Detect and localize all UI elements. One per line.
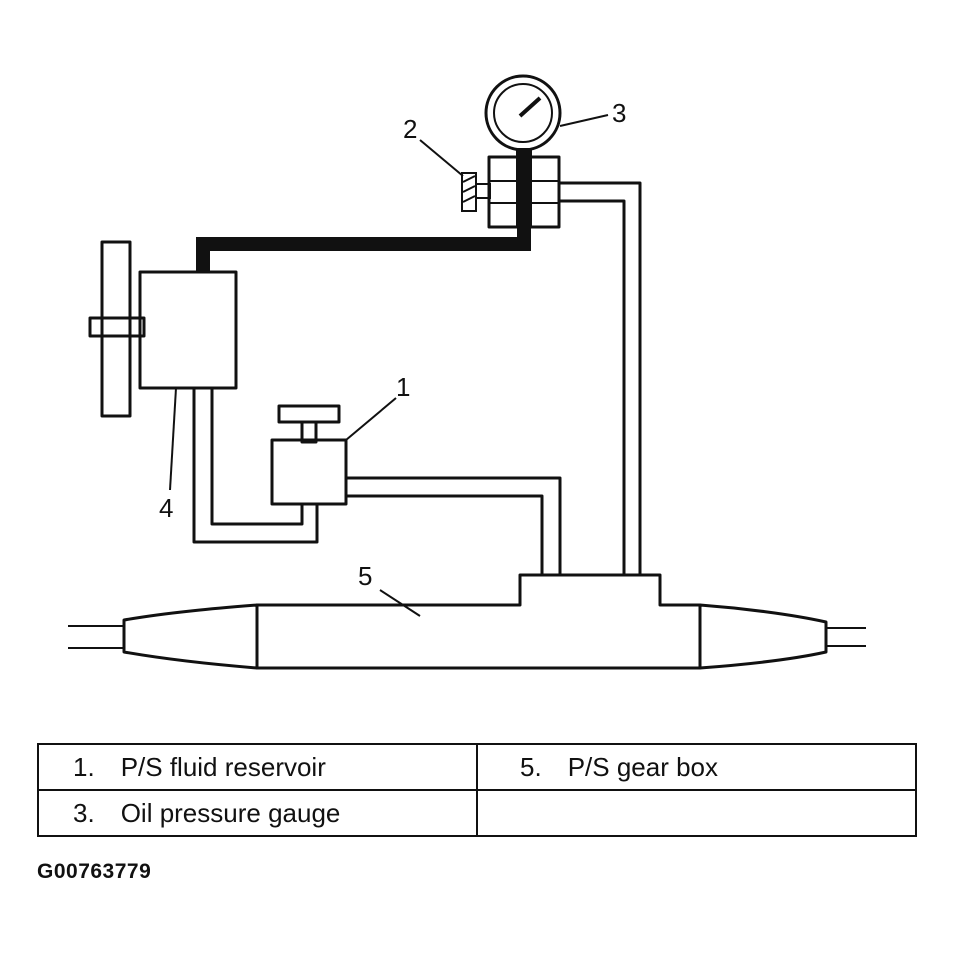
legend-cell: 1. P/S fluid reservoir: [37, 743, 478, 791]
suction-hose: [192, 386, 319, 544]
ps-pump: [138, 270, 238, 390]
figure-id: G00763779: [37, 860, 152, 883]
callout-5: 5: [358, 561, 372, 591]
legend-row: 3. Oil pressure gauge: [37, 789, 917, 837]
gauge-tee-block: [487, 155, 561, 229]
leader-5: [379, 589, 421, 617]
legend-label: P/S gear box: [567, 751, 718, 782]
power-steering-pressure-test-diagram: 1 2 3 4 5: [68, 74, 866, 670]
callout-3: 3: [612, 98, 626, 128]
legend-cell: [476, 789, 917, 837]
leader-1: [345, 397, 397, 441]
legend-label: Oil pressure gauge: [120, 797, 341, 828]
legend-label: P/S fluid reservoir: [120, 751, 326, 782]
gauge-to-gearbox-line: [557, 181, 642, 577]
legend-number: 5.: [520, 751, 542, 782]
leader-2: [419, 139, 464, 177]
legend-number: 3.: [73, 797, 95, 828]
callout-1: 1: [396, 372, 410, 402]
legend-row: 1. P/S fluid reservoir 5. P/S gear box: [37, 743, 917, 791]
callout-4: 4: [159, 493, 173, 523]
ps-fluid-reservoir: [270, 404, 348, 506]
legend-number: 1.: [73, 751, 95, 782]
legend-cell: 3. Oil pressure gauge: [37, 789, 478, 837]
reservoir-to-gearbox-line: [344, 476, 562, 577]
ps-gear-box: [68, 573, 866, 670]
legend-cell: 5. P/S gear box: [476, 743, 917, 791]
pump-pulley: [88, 240, 146, 418]
shut-off-valve: [461, 172, 491, 212]
oil-pressure-gauge: [484, 74, 562, 162]
callout-2: 2: [403, 114, 417, 144]
leader-3: [559, 114, 609, 127]
legend-table: 1. P/S fluid reservoir 5. P/S gear box 3…: [37, 743, 917, 837]
